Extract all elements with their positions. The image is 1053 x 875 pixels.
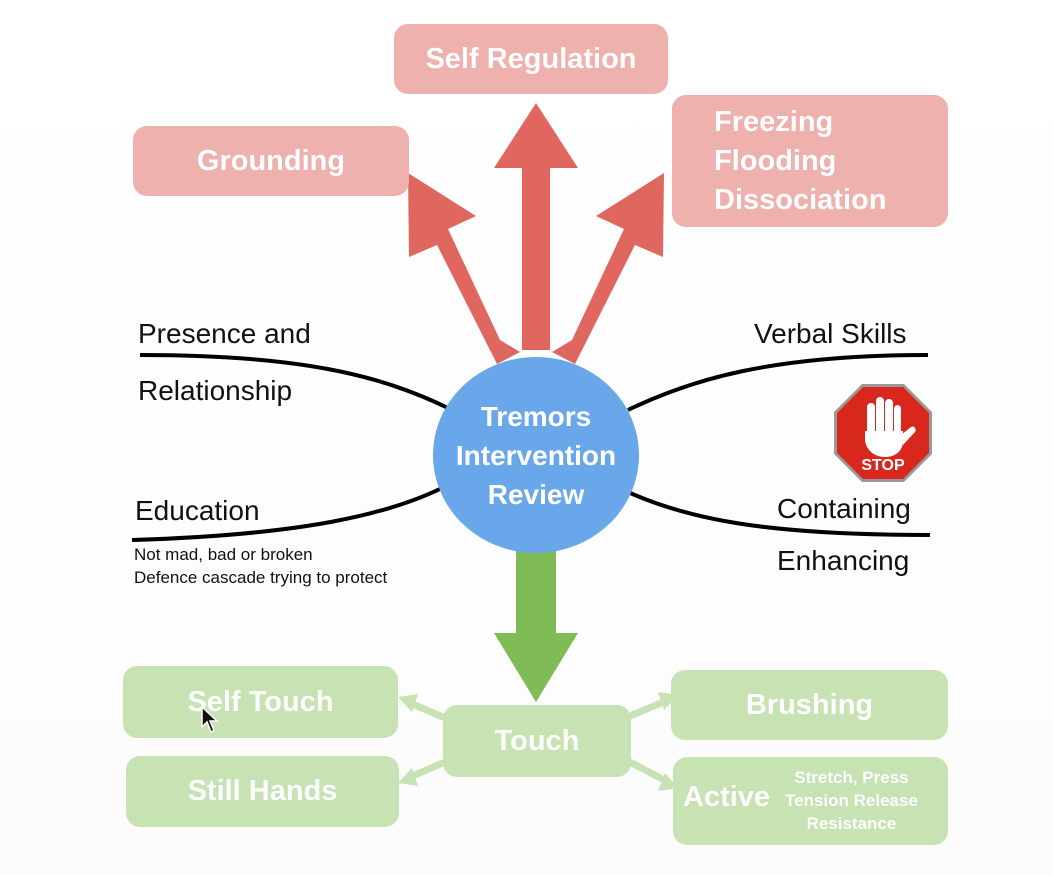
stop-hand-icon: STOP [834, 384, 932, 482]
relationship-label: Relationship [138, 375, 293, 406]
active-box: Active Stretch, Press Tension Release Re… [673, 757, 948, 845]
arrow-up-right [552, 173, 664, 364]
arrow-down-green [494, 545, 578, 702]
grounding-label: Grounding [196, 144, 346, 177]
mouse-cursor-icon [201, 706, 219, 734]
branch-line-verbal [627, 353, 929, 412]
verbal-skills-label: Verbal Skills [754, 318, 907, 349]
presence-label: Presence and [138, 318, 311, 349]
self-touch-label: Self Touch [187, 685, 334, 718]
still-hands-label: Still Hands [187, 775, 338, 807]
grounding-box: Grounding [133, 126, 409, 196]
stop-text: STOP [861, 457, 905, 474]
center-label: Tremors Intervention Review [455, 400, 617, 510]
enhancing-label: Enhancing [777, 545, 910, 576]
branch-line-presence [139, 353, 449, 410]
center-circle: Tremors Intervention Review [433, 357, 639, 553]
freezing-flooding-dissociation-box: Freezing Flooding Dissociation [672, 95, 948, 227]
still-hands-box: Still Hands [126, 756, 399, 827]
education-label: Education [135, 495, 260, 526]
arrowhead-self-touch [398, 694, 418, 712]
arrow-up-left [408, 173, 520, 364]
red-arrows [408, 103, 664, 364]
active-details: Stretch, Press Tension Release Resistanc… [785, 768, 918, 833]
self-regulation-box: Self Regulation [394, 24, 668, 94]
arrowhead-still-hands [398, 768, 418, 786]
touch-label: Touch [494, 724, 580, 757]
freezing-flooding-dissociation-label: Freezing Flooding Dissociation [714, 105, 887, 216]
active-label: Active [683, 781, 771, 813]
hand-shape [865, 397, 916, 457]
connector-active [626, 758, 672, 786]
self-touch-box: Self Touch [123, 666, 398, 738]
brushing-box: Brushing [671, 670, 948, 740]
branch-line-containing [627, 490, 931, 537]
education-note-2: Defence cascade trying to protect [134, 568, 388, 587]
education-note-1: Not mad, bad or broken [134, 545, 313, 564]
brushing-label: Brushing [745, 688, 874, 721]
branch-lines [131, 353, 931, 542]
touch-box: Touch [443, 705, 631, 777]
arrow-up-center [494, 103, 578, 350]
containing-label: Containing [777, 493, 911, 524]
self-regulation-label: Self Regulation [425, 42, 637, 75]
branch-line-education [131, 483, 449, 542]
